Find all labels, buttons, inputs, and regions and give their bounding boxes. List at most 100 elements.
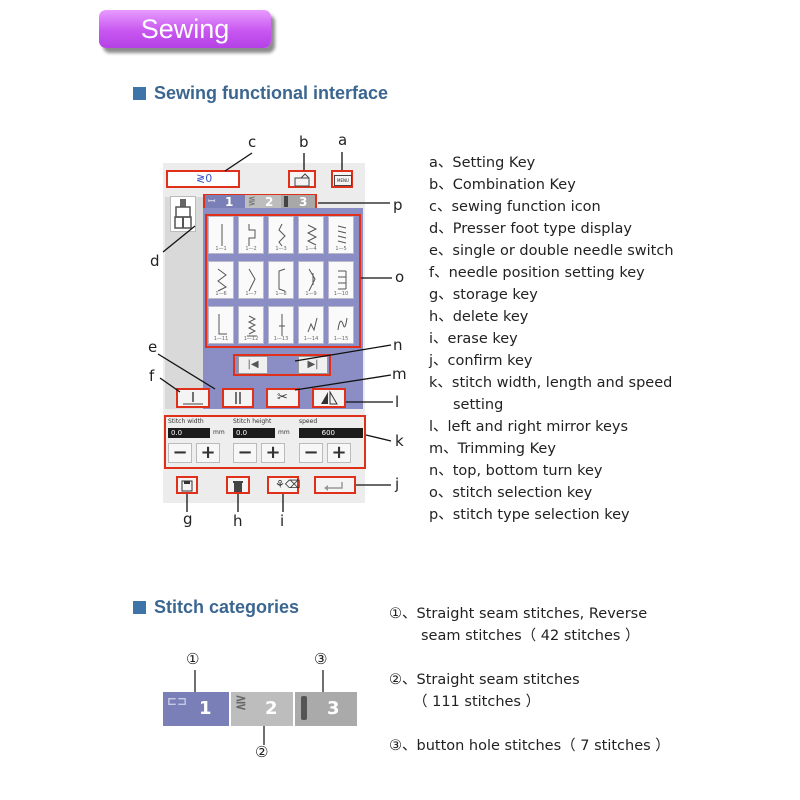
erase-key[interactable]: ⚘⌫: [267, 476, 301, 494]
page-top-button[interactable]: |◀: [238, 356, 268, 374]
section-title-interface: Sewing functional interface: [154, 83, 389, 103]
legend-item: i、erase key: [429, 331, 518, 347]
legend-item: h、delete key: [429, 309, 529, 325]
callout-o: o: [395, 268, 405, 286]
sewing-banner: Sewing: [99, 10, 271, 48]
control-caption-speed: speed: [299, 418, 318, 425]
category-tab-3[interactable]: 3: [295, 692, 357, 726]
control-value-speed: 600: [299, 428, 363, 438]
callout-d: d: [150, 252, 160, 270]
buttonhole-icon: [284, 196, 288, 207]
stitch-cell[interactable]: 1—3: [268, 216, 294, 254]
stitch-number: 1—3: [275, 246, 287, 252]
increase-height-button[interactable]: +: [261, 443, 285, 463]
legend-item: d、Presser foot type display: [429, 221, 632, 237]
eraser-icon: ⚘⌫: [275, 478, 301, 491]
tab-stitch-type-1[interactable]: ꟷ 1: [205, 195, 245, 209]
straight-seam-icon: ⊏⊐: [167, 694, 188, 708]
storage-key[interactable]: [176, 476, 198, 494]
category-desc-2-cont: （ 111 stitches ）: [413, 694, 541, 710]
stitch-cell[interactable]: 1—15: [328, 306, 354, 344]
stitch-cell[interactable]: 1—7: [238, 261, 264, 299]
zigzag-stitch-icon: ⋚: [248, 197, 256, 207]
section-bullet: [133, 87, 146, 100]
section-title-categories: Stitch categories: [154, 597, 300, 617]
legend-item: e、single or double needle switch: [429, 243, 674, 259]
control-caption-height: Stitch height: [233, 418, 272, 425]
increase-speed-button[interactable]: +: [327, 443, 351, 463]
callout-b: b: [299, 133, 309, 151]
stitch-number: 1—10: [333, 291, 349, 297]
stitch-cell[interactable]: 1—4: [298, 216, 324, 254]
trash-icon: [233, 481, 243, 492]
combination-key[interactable]: [288, 170, 316, 188]
legend-item: p、stitch type selection key: [429, 507, 630, 523]
stitch-pattern-icon: [307, 317, 318, 333]
stitch-number: 1—12: [243, 336, 259, 342]
stitch-cell[interactable]: 1—14: [298, 306, 324, 344]
callout-h: h: [233, 512, 243, 530]
stitch-number: 1—9: [305, 291, 317, 297]
buttonhole-icon: [301, 696, 307, 720]
stitch-pattern-icon: [221, 224, 223, 246]
stitch-cell[interactable]: 1—12: [238, 306, 264, 344]
confirm-key[interactable]: [314, 476, 356, 494]
straight-seam-icon: ꟷ: [208, 197, 216, 207]
decrease-speed-button[interactable]: −: [299, 443, 323, 463]
stitch-number: 1—5: [335, 246, 347, 252]
mirror-icon: [321, 390, 338, 405]
mirror-key[interactable]: [312, 388, 346, 408]
legend-item: j、confirm key: [429, 353, 533, 369]
save-icon: [181, 480, 193, 492]
stitch-cell[interactable]: 1—9: [298, 261, 324, 299]
page-bottom-button[interactable]: ▶|: [298, 356, 328, 374]
stitch-pattern-icon: [306, 224, 318, 246]
needle-position-key[interactable]: [176, 388, 210, 408]
callout-c: c: [248, 133, 257, 151]
menu-icon: MENU: [334, 175, 352, 186]
presser-foot-icon: [174, 199, 192, 229]
sewing-function-icon: ≷0: [166, 170, 240, 188]
stitch-cell[interactable]: 1—5: [328, 216, 354, 254]
section-bullet: [133, 601, 146, 614]
callout-n: n: [393, 336, 403, 354]
callout-j: j: [395, 475, 400, 493]
stitch-cell[interactable]: 1—11: [208, 306, 234, 344]
stitch-number: 1—2: [245, 246, 257, 252]
setting-key[interactable]: MENU: [331, 170, 353, 188]
needle-position-icon: [183, 392, 203, 405]
stitch-pattern-icon: [279, 314, 285, 336]
stitch-number: 1—4: [305, 246, 317, 252]
decrease-width-button[interactable]: −: [168, 443, 192, 463]
category-tab-2[interactable]: ⋛ 2: [231, 692, 293, 726]
delete-key[interactable]: [226, 476, 250, 494]
category-marker-3: ③: [314, 650, 328, 668]
category-tab-1[interactable]: ⊏⊐ 1: [163, 692, 229, 726]
left-strip: [165, 197, 203, 409]
legend-item: b、Combination Key: [429, 177, 576, 193]
category-desc-3: ③、button hole stitches（ 7 stitches ）: [389, 738, 670, 754]
tab-stitch-type-3[interactable]: 3: [281, 195, 315, 209]
control-value-height: 0.0: [233, 428, 275, 438]
stitch-cell[interactable]: 1—6: [208, 261, 234, 299]
needle-icon: [235, 392, 241, 404]
legend-item: o、stitch selection key: [429, 485, 593, 501]
stitch-cell[interactable]: 1—8: [268, 261, 294, 299]
scissors-icon: ✂: [277, 390, 288, 405]
stitch-pattern-icon: [248, 268, 256, 292]
stitch-pattern-icon: [248, 224, 256, 246]
tab-stitch-type-2[interactable]: ⋚ 2: [245, 195, 281, 209]
trimming-key[interactable]: ✂: [266, 388, 300, 408]
stitch-pattern-icon: [247, 315, 257, 337]
stitch-cell[interactable]: 1—2: [238, 216, 264, 254]
needle-switch-key[interactable]: [222, 388, 254, 408]
stitch-cell[interactable]: 1—1: [208, 216, 234, 254]
legend-item: a、Setting Key: [429, 155, 536, 171]
decrease-height-button[interactable]: −: [233, 443, 257, 463]
increase-width-button[interactable]: +: [196, 443, 220, 463]
stitch-cell[interactable]: 1—10: [328, 261, 354, 299]
stitch-cell[interactable]: 1—13: [268, 306, 294, 344]
legend-item-continued: setting: [453, 397, 504, 413]
stitch-pattern-icon: [308, 268, 316, 292]
